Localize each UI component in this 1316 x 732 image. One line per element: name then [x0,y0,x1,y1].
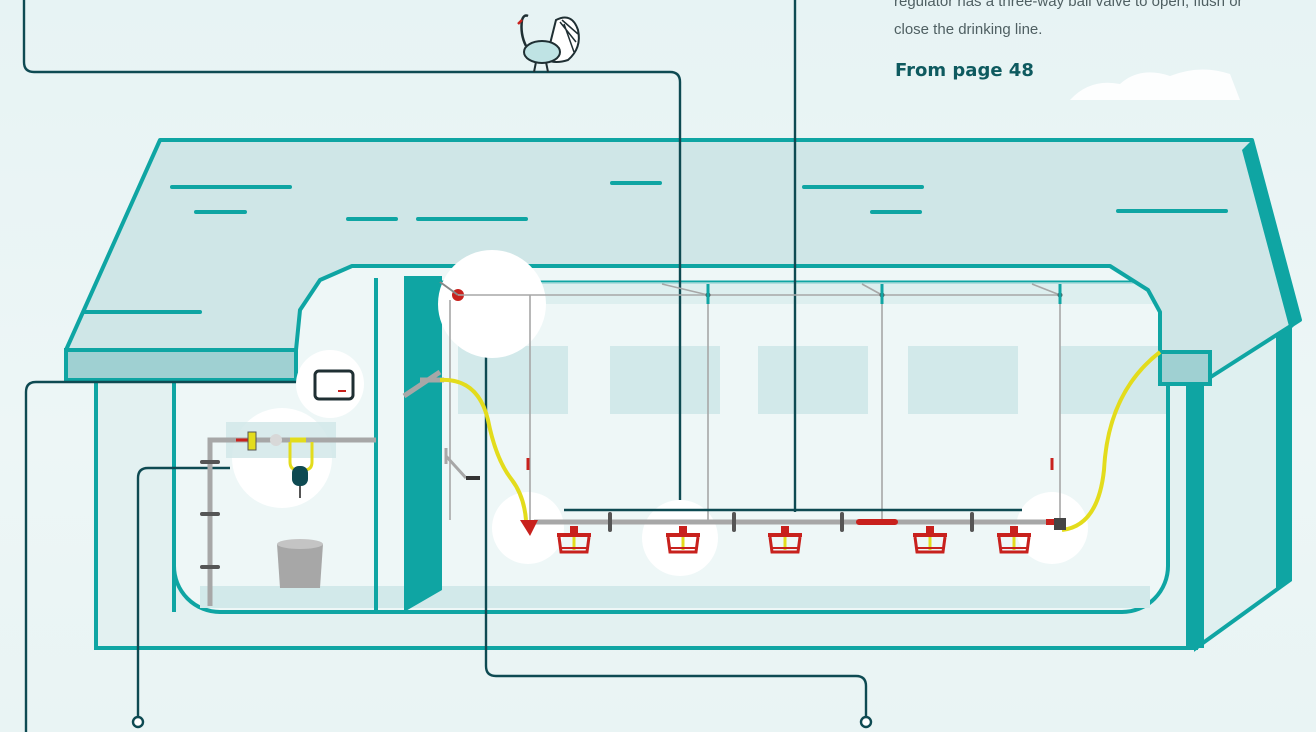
callout-endpoint [131,715,145,729]
drinker-cup-icon [913,526,947,554]
drinker-cup-icon [768,526,802,554]
drinking-line [520,508,1066,536]
suspension-cables [449,283,1061,520]
page-reference-link[interactable]: From page 48 [895,60,1034,81]
controller-panel-icon [313,369,355,401]
drinker-group [557,526,1031,554]
description-text: regulator has a three-way ball valve to … [894,0,1316,44]
anteroom-pipework [200,422,376,606]
water-regulator-icon [288,442,314,498]
description-line-1: regulator has a three-way ball valve to … [894,0,1243,10]
drinker-cup-icon [997,526,1031,554]
drinker-cup-icon [666,526,700,554]
description-line-2: close the drinking line. [894,21,1043,38]
bucket-icon [277,539,323,588]
callout-lines [22,0,868,732]
callout-endpoint [859,715,873,729]
yellow-hose-right [1061,350,1162,532]
cloud-right [1070,69,1240,100]
roof [64,138,1302,386]
drinker-cup-icon [557,526,591,554]
turkey-icon [517,14,580,73]
yellow-hose-left [439,377,528,521]
